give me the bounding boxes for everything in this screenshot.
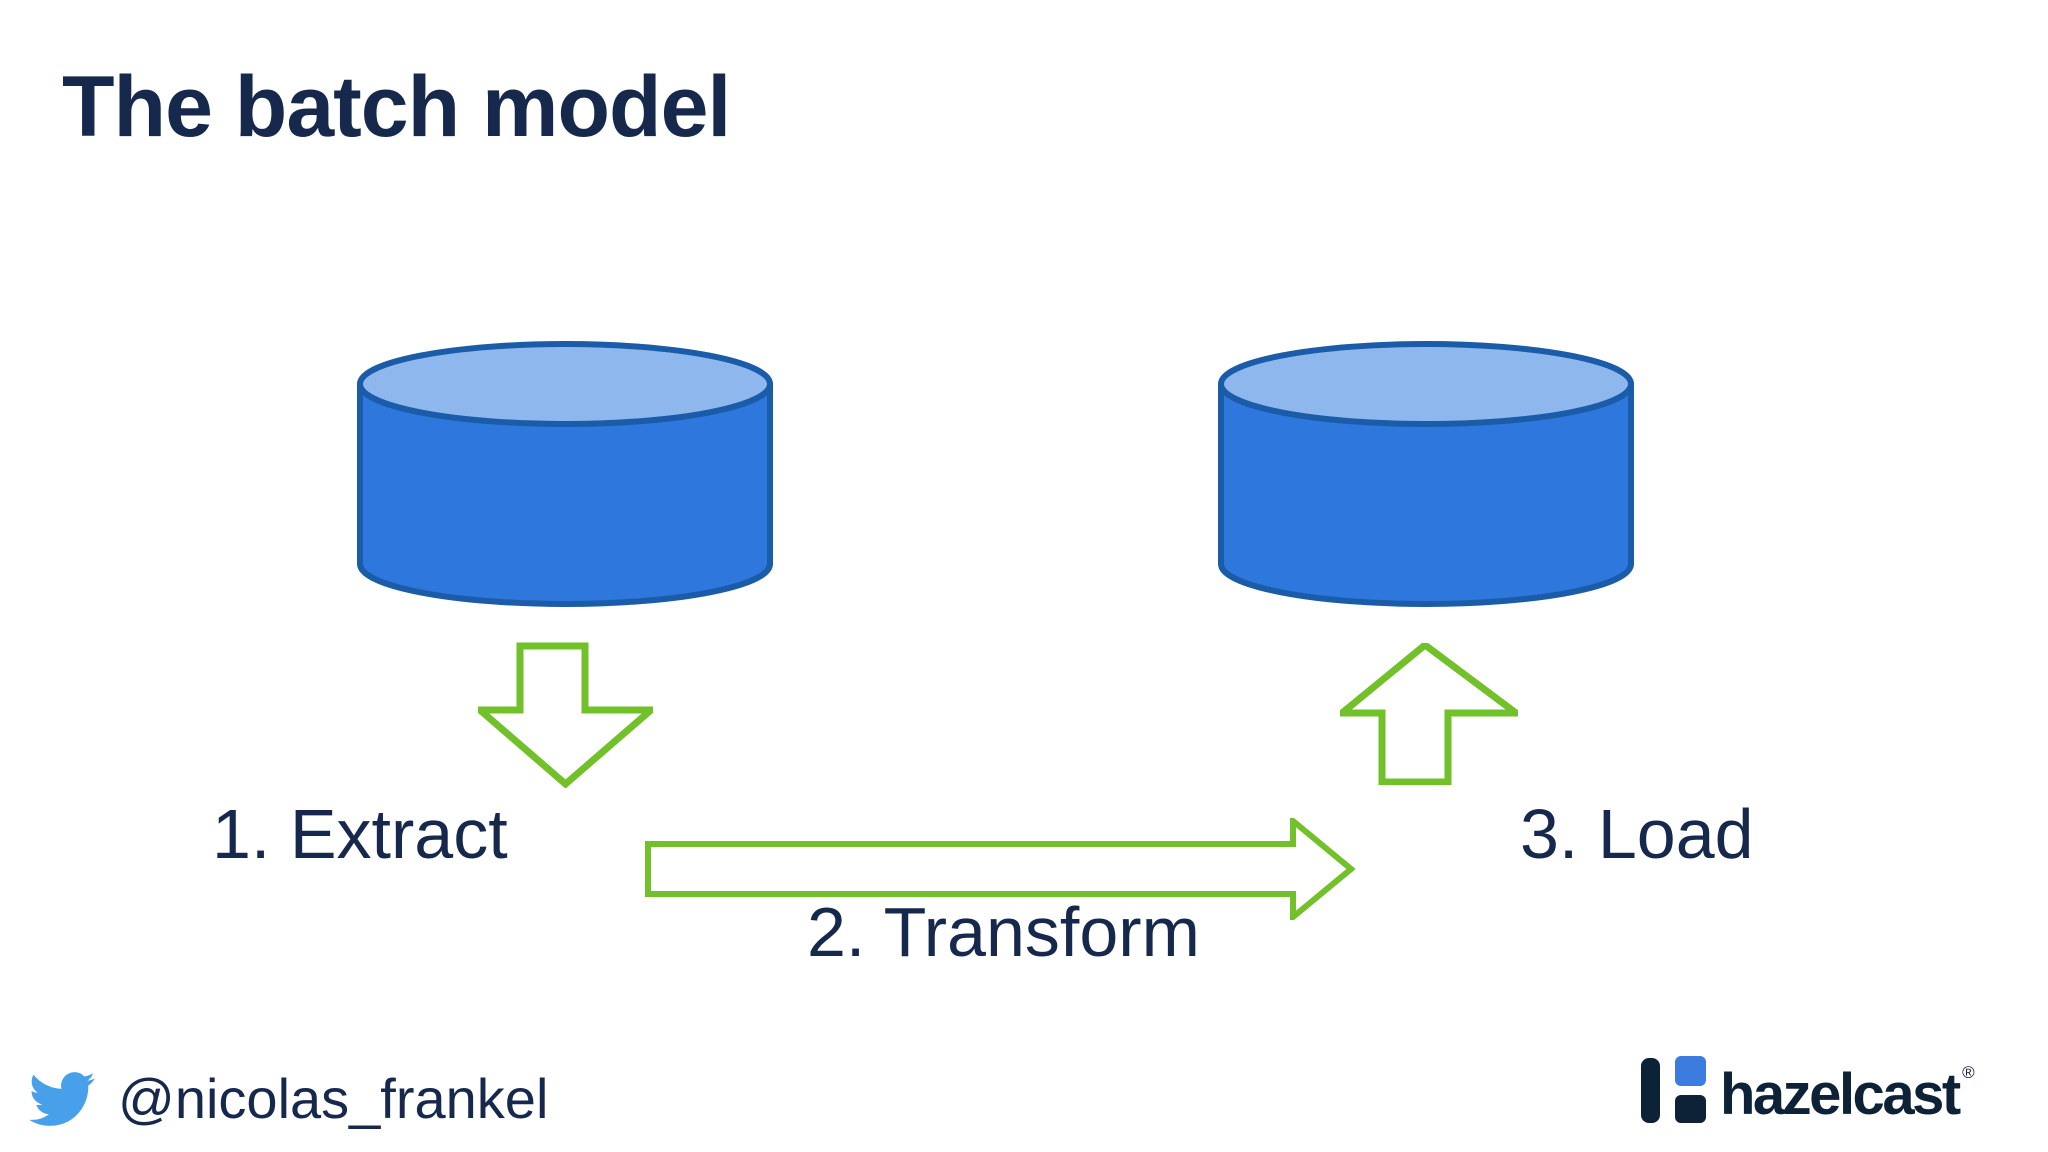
target-database-cylinder-icon: [1218, 341, 1634, 607]
twitter-bird-icon: [29, 1072, 96, 1126]
source-database-cylinder-icon: [357, 341, 773, 607]
transform-right-arrow-icon: [645, 818, 1355, 920]
hazelcast-logomark-icon: [1641, 1056, 1706, 1123]
load-up-arrow-icon: [1340, 643, 1518, 785]
registered-trademark-icon: ®: [1962, 1063, 1975, 1083]
hazelcast-wordmark-text: hazelcast: [1720, 1062, 1961, 1128]
hazelcast-logo: hazelcast ®: [1641, 1056, 1975, 1124]
step-label-transform: 2. Transform: [807, 893, 1200, 971]
hazelcast-wordmark: hazelcast ®: [1720, 1063, 1975, 1124]
twitter-credit: @nicolas_frankel: [22, 1066, 548, 1132]
page-title: The batch model: [62, 59, 731, 155]
extract-down-arrow-icon: [478, 642, 653, 788]
twitter-handle: @nicolas_frankel: [118, 1067, 549, 1130]
step-label-load: 3. Load: [1520, 795, 1754, 873]
step-label-extract: 1. Extract: [212, 795, 508, 873]
